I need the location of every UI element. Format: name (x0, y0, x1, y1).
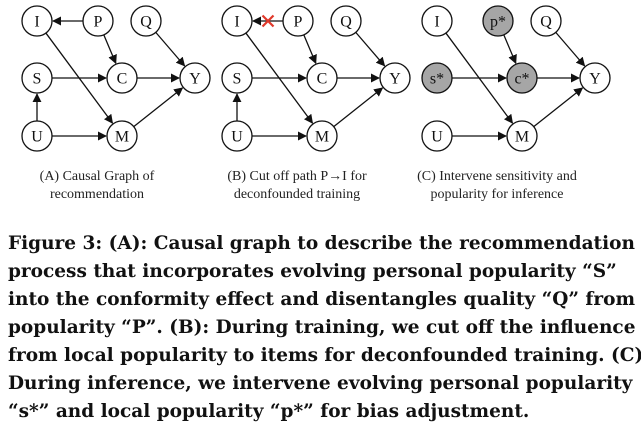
node-label: S (33, 71, 42, 88)
edge-m-to-y (133, 87, 184, 128)
node-i: I (421, 5, 453, 37)
node-label: M (115, 129, 129, 146)
node-label: M (315, 129, 329, 146)
cut-mark-icon (261, 14, 275, 28)
panel-b: I P Q S C Y U M (B) Cut off path P→I for deconfou… (221, 5, 411, 202)
node-u: U (221, 120, 253, 152)
edge-p-to-c (303, 34, 317, 65)
node-label: Q (540, 14, 552, 31)
node-u: U (21, 120, 53, 152)
node-label: C (117, 71, 128, 88)
node-label: U (31, 129, 43, 146)
node-label: Y (389, 71, 401, 88)
node-s: s* (421, 62, 453, 94)
edge-q-to-y (355, 31, 386, 67)
caption-line: popularity “P”. (B): During training, we… (8, 317, 636, 338)
panel-caption-line: deconfounded training (234, 187, 360, 202)
node-label: C (317, 71, 328, 88)
node-y: Y (179, 62, 211, 94)
node-m: M (106, 120, 138, 152)
edge-i-to-m (245, 32, 314, 124)
caption-line: from local popularity to items for decon… (8, 345, 641, 366)
edge-m-to-y (333, 87, 384, 128)
causal-graph-figure: I P Q S C Y U M (A) Causal Graph of recommendatio… (21, 5, 611, 202)
node-label: Q (340, 14, 352, 31)
node-s: S (21, 62, 53, 94)
edge-i-to-m (445, 32, 514, 124)
node-label: S (233, 71, 242, 88)
node-label: I (234, 14, 239, 31)
panel-caption-line: popularity for inference (431, 187, 564, 202)
edge-i-to-m (45, 32, 114, 124)
node-m: M (506, 120, 538, 152)
edge-p-to-c (103, 34, 117, 65)
node-s: S (221, 62, 253, 94)
panel-caption-line: (C) Intervene sensitivity and (417, 169, 577, 184)
node-p: P (82, 5, 114, 37)
node-u: U (421, 120, 453, 152)
node-c: c* (506, 62, 538, 94)
caption-line: “s*” and local popularity “p*” for bias … (8, 401, 530, 422)
node-y: Y (579, 62, 611, 94)
edge-p-to-c (503, 34, 517, 65)
node-y: Y (379, 62, 411, 94)
caption-line: process that incorporates evolving perso… (8, 261, 617, 282)
edge-q-to-y (155, 31, 186, 67)
node-label: I (34, 14, 39, 31)
panel-caption-line: (B) Cut off path P→I for (227, 169, 367, 184)
panel-caption-line: (A) Causal Graph of (40, 169, 155, 184)
node-q: Q (530, 5, 562, 37)
node-p: P (282, 5, 314, 37)
node-m: M (306, 120, 338, 152)
node-label: P (294, 14, 303, 31)
node-label: M (515, 129, 529, 146)
panel-caption-line: recommendation (50, 187, 144, 202)
edge-m-to-y (533, 87, 584, 128)
node-i: I (21, 5, 53, 37)
node-c: C (106, 62, 138, 94)
node-i: I (221, 5, 253, 37)
caption-line: Figure 3: (A): Causal graph to describe … (8, 233, 635, 254)
node-c: C (306, 62, 338, 94)
edge-q-to-y (555, 31, 586, 67)
caption-line: During inference, we intervene evolving … (8, 373, 633, 394)
node-label: p* (490, 14, 506, 31)
node-q: Q (330, 5, 362, 37)
node-label: Q (140, 14, 152, 31)
node-label: U (231, 129, 243, 146)
node-label: Y (589, 71, 601, 88)
node-label: U (431, 129, 443, 146)
panel-a: I P Q S C Y U M (A) Causal Graph of recommendatio… (21, 5, 211, 202)
node-p: p* (482, 5, 514, 37)
node-label: Y (189, 71, 201, 88)
figure-caption: Figure 3: (A): Causal graph to describe … (8, 230, 641, 426)
node-q: Q (130, 5, 162, 37)
node-label: s* (430, 71, 444, 88)
node-label: P (94, 14, 103, 31)
node-label: c* (514, 71, 529, 88)
caption-line: into the conformity effect and disentang… (8, 289, 636, 310)
node-label: I (434, 14, 439, 31)
